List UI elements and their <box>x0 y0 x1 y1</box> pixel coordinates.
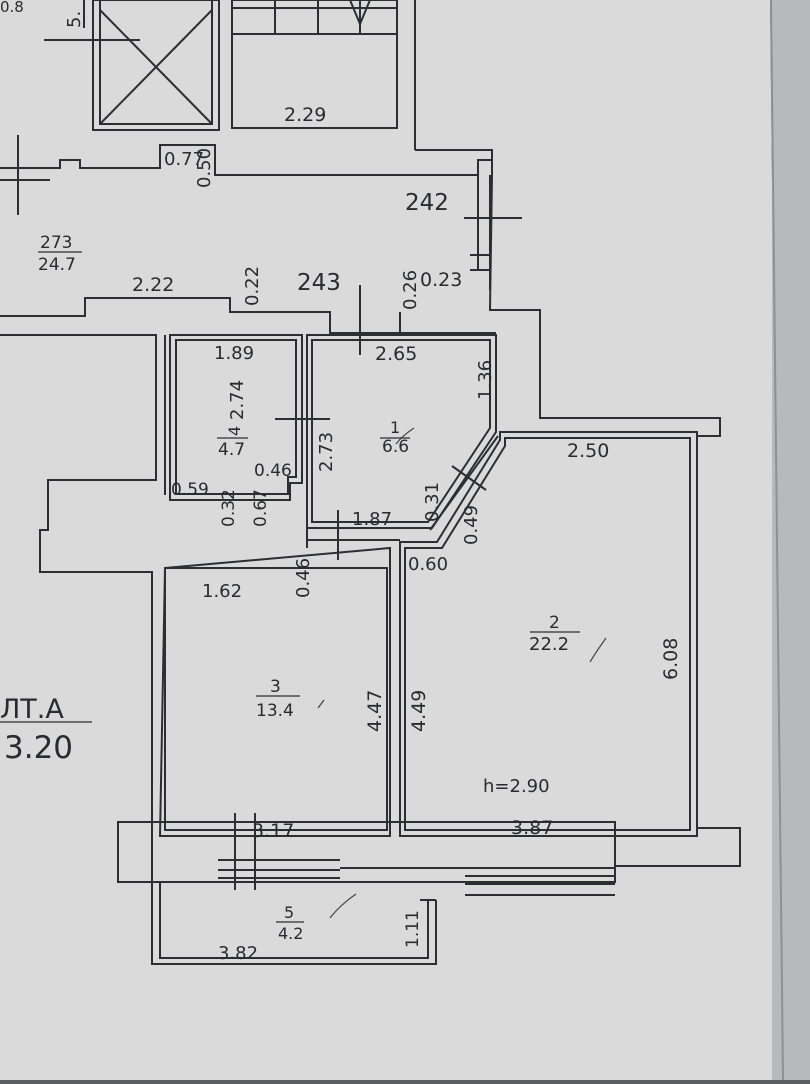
room-4-dim-189: 1.89 <box>214 343 254 364</box>
room-1-dim-height: 2.73 <box>316 432 337 472</box>
apartment-label-line1: ЛТ.А <box>0 694 64 725</box>
room-1-area: 6.6 <box>382 437 409 457</box>
room-5-dim-111: 1.11 <box>403 910 423 948</box>
room-2-dim-width: 2.50 <box>567 440 609 462</box>
ceiling-height: h=2.90 <box>483 776 550 797</box>
room-2-dim-449: 4.49 <box>408 690 430 732</box>
dim-2-29: 2.29 <box>284 104 326 126</box>
room-1-dim-187: 1.87 <box>352 509 392 530</box>
room-3-dim-162: 1.62 <box>202 581 242 602</box>
label-corner-08: 0.8 <box>0 0 24 16</box>
room-2-number: 2 <box>549 613 560 633</box>
dim-2-22: 2.22 <box>132 274 174 296</box>
room-2-dim-387: 3.87 <box>511 817 553 839</box>
dim-0-50: 0.50 <box>194 148 215 188</box>
room-3-area: 13.4 <box>256 701 294 721</box>
room-1-dim-width: 2.65 <box>375 343 417 365</box>
room-5-area: 4.2 <box>278 924 303 943</box>
dim-0-23: 0.23 <box>420 269 462 291</box>
room-2-area: 22.2 <box>529 634 569 655</box>
apt-273-area: 24.7 <box>38 255 76 275</box>
room-2-dim-060: 0.60 <box>408 554 448 575</box>
room-3-dim-317: 3.17 <box>252 820 294 842</box>
room-4-area: 4.7 <box>218 440 245 460</box>
dim-243: 243 <box>297 270 341 296</box>
room-3-dim-046: 0.46 <box>293 558 314 598</box>
room-2-dim-height: 6.08 <box>660 638 682 680</box>
label-corner-5: 5. <box>64 11 85 28</box>
room-1-number: 1 <box>390 418 400 437</box>
room-4-dim-067: 0.67 <box>251 489 271 527</box>
room-4-dim-274: 2.74 <box>227 380 248 420</box>
room-1-dim-136: 1.36 <box>475 360 496 400</box>
room-4-number: 4 <box>225 426 244 436</box>
room-1-dim-031: 0.31 <box>422 482 443 522</box>
room-5-dim-382: 3.82 <box>218 943 258 964</box>
room-3-number: 3 <box>270 677 281 697</box>
room-4-dim-059: 0.59 <box>171 480 209 500</box>
apartment-label-line2: 3.20 <box>4 730 73 766</box>
room-2-dim-049: 0.49 <box>461 505 482 545</box>
room-4-dim-032: 0.32 <box>219 489 239 527</box>
dim-0-77: 0.77 <box>164 149 204 170</box>
room-5-number: 5 <box>284 903 294 922</box>
dim-0-22: 0.22 <box>242 266 263 306</box>
apt-273-number: 273 <box>40 233 72 253</box>
dim-0-26: 0.26 <box>400 270 421 310</box>
room-4-dim-046: 0.46 <box>254 461 292 481</box>
dim-242: 242 <box>405 190 449 216</box>
room-3-dim-447: 4.47 <box>364 690 386 732</box>
